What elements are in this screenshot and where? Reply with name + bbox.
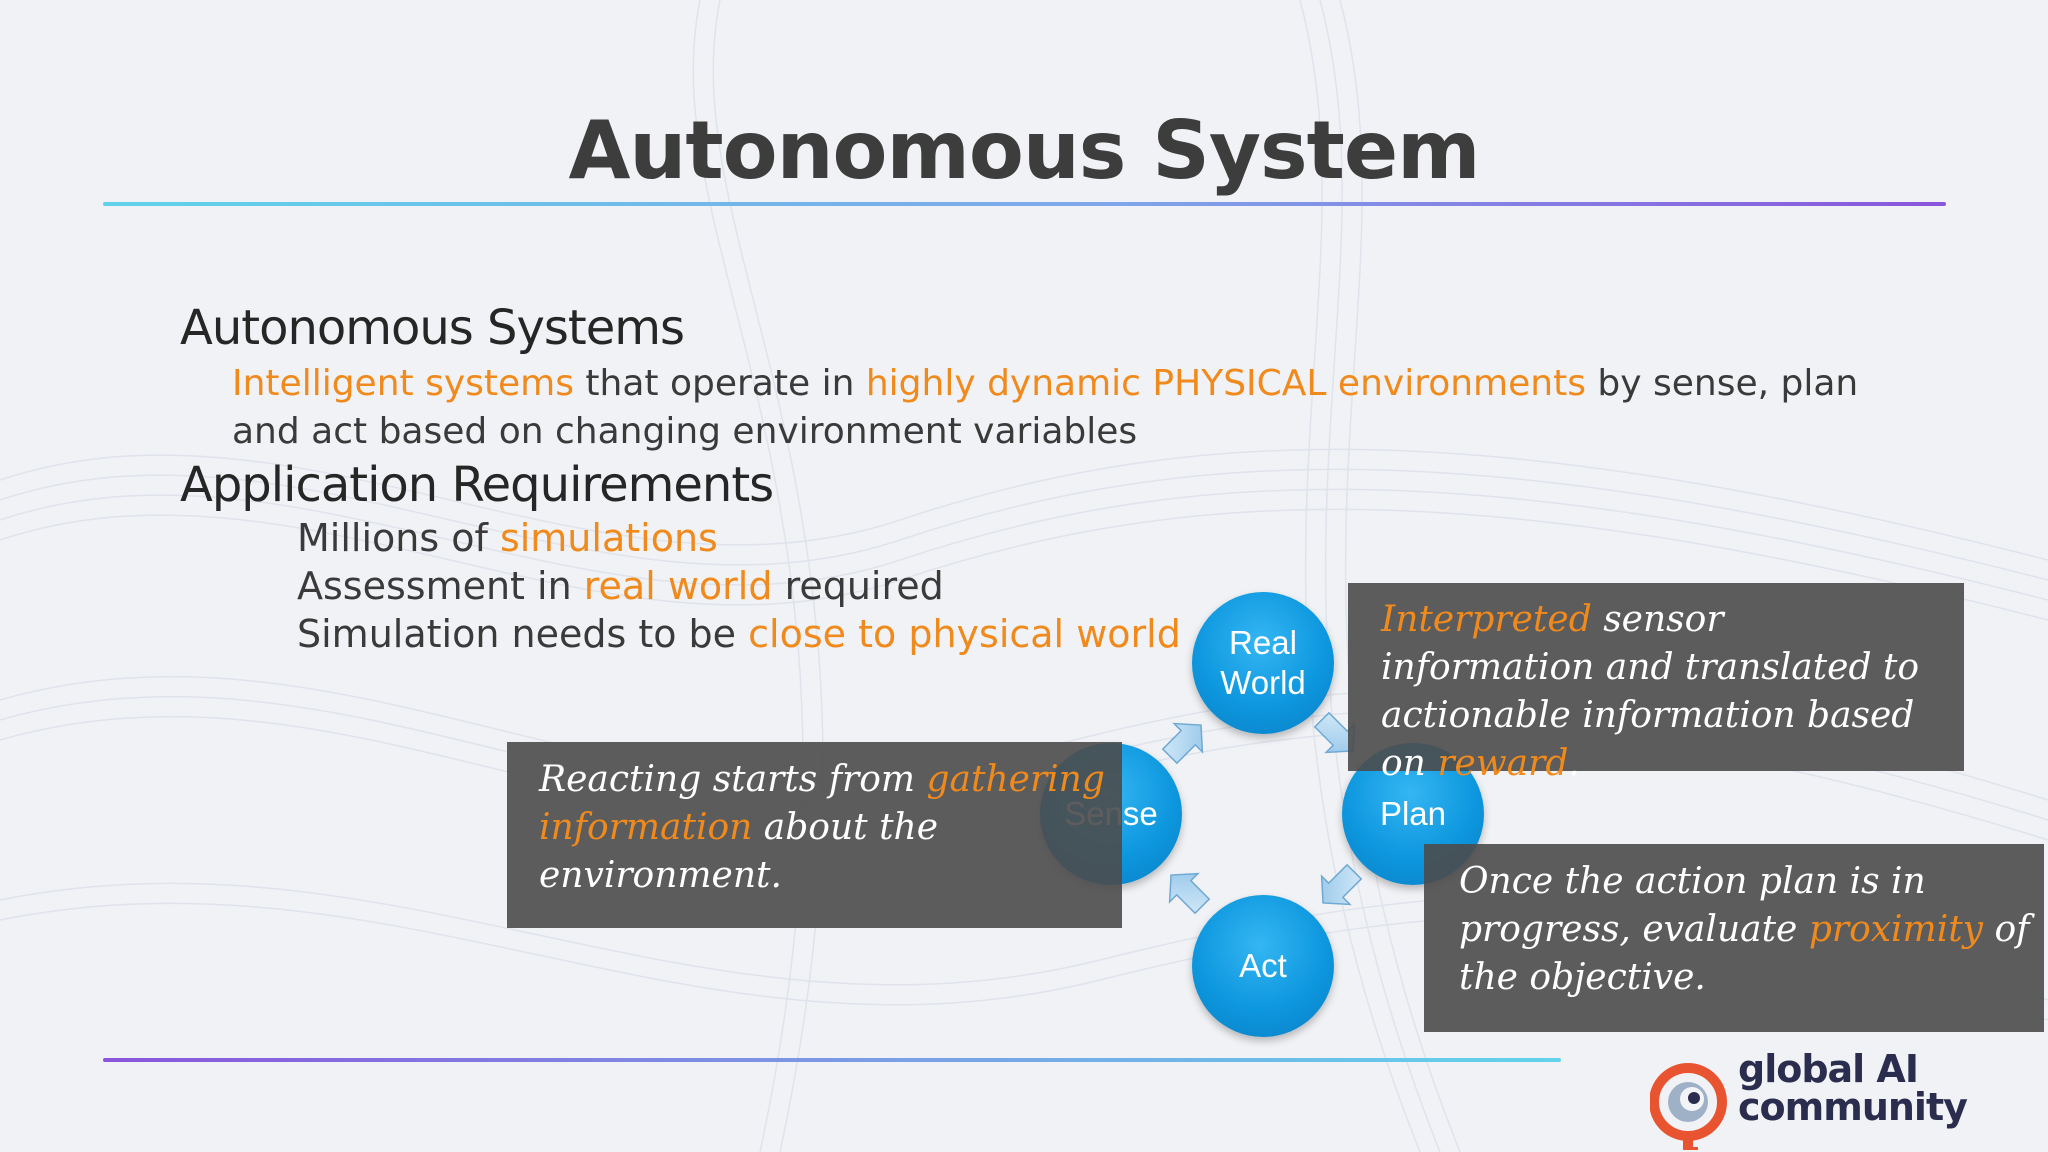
autonomous-systems-description: Intelligent systems that operate in high… <box>232 360 1932 456</box>
requirement-text: Assessment in <box>297 564 584 608</box>
callout-highlight: Interpreted <box>1381 599 1592 640</box>
requirement-item: Millions of simulations <box>297 514 1181 562</box>
global-ai-community-logo-icon <box>1650 1063 1727 1150</box>
callout-text: Once the action plan is in progress, eva… <box>1459 861 1926 950</box>
node-label: Real World <box>1220 624 1306 701</box>
requirements-list: Millions of simulations Assessment in re… <box>297 514 1181 658</box>
callout-text: sensor information and translated to act… <box>1381 599 1920 784</box>
highlight-intelligent-systems: Intelligent systems <box>232 363 574 404</box>
callout-text: Reacting starts from <box>539 759 927 800</box>
bottom-divider <box>103 1058 1561 1062</box>
requirement-highlight: simulations <box>499 516 718 560</box>
requirement-text: Simulation needs to be <box>297 612 749 656</box>
arrow-sense-to-real-world <box>1161 722 1204 765</box>
logo-line-2: community <box>1738 1085 1968 1129</box>
node-real-world: Real World <box>1192 592 1334 734</box>
callout-text: . <box>1568 743 1580 784</box>
requirement-text: Millions of <box>297 516 500 560</box>
node-label: Act <box>1239 947 1287 984</box>
callout-text: about the environment. <box>539 807 939 896</box>
requirement-item: Assessment in real world required <box>297 562 1181 610</box>
logo-wordmark: global AI community <box>1738 1047 1968 1129</box>
arrow-plan-to-act <box>1320 863 1363 906</box>
callout-sense: Reacting starts from gathering informati… <box>507 742 1122 928</box>
logo-line-1: global AI <box>1738 1047 1919 1091</box>
requirement-highlight: real world <box>583 564 773 608</box>
heading-application-requirements: Application Requirements <box>180 457 774 513</box>
description-text-1: that operate in <box>573 363 866 404</box>
description-text-2: by sense, plan and act based on changing… <box>232 363 1859 452</box>
requirement-text: required <box>772 564 944 608</box>
callout-plan: Interpreted sensor information and trans… <box>1348 583 1964 784</box>
slide-title: Autonomous System <box>568 104 1481 197</box>
node-label: Plan <box>1379 795 1447 832</box>
callout-highlight: reward <box>1437 743 1569 784</box>
callout-text: of the objective. <box>1459 909 2030 998</box>
requirement-highlight: close to physical world <box>748 612 1181 656</box>
requirement-item: Simulation needs to be close to physical… <box>297 610 1181 658</box>
top-divider <box>103 202 1946 206</box>
callout-highlight: proximity <box>1808 909 1984 950</box>
node-act: Act <box>1192 895 1334 1037</box>
callout-act: Once the action plan is in progress, eva… <box>1424 844 2044 1032</box>
highlight-dynamic-environments: highly dynamic PHYSICAL environments <box>865 363 1586 404</box>
callout-highlight: gathering information <box>539 759 1105 848</box>
arrow-act-to-sense <box>1168 872 1211 915</box>
heading-autonomous-systems: Autonomous Systems <box>180 300 685 356</box>
